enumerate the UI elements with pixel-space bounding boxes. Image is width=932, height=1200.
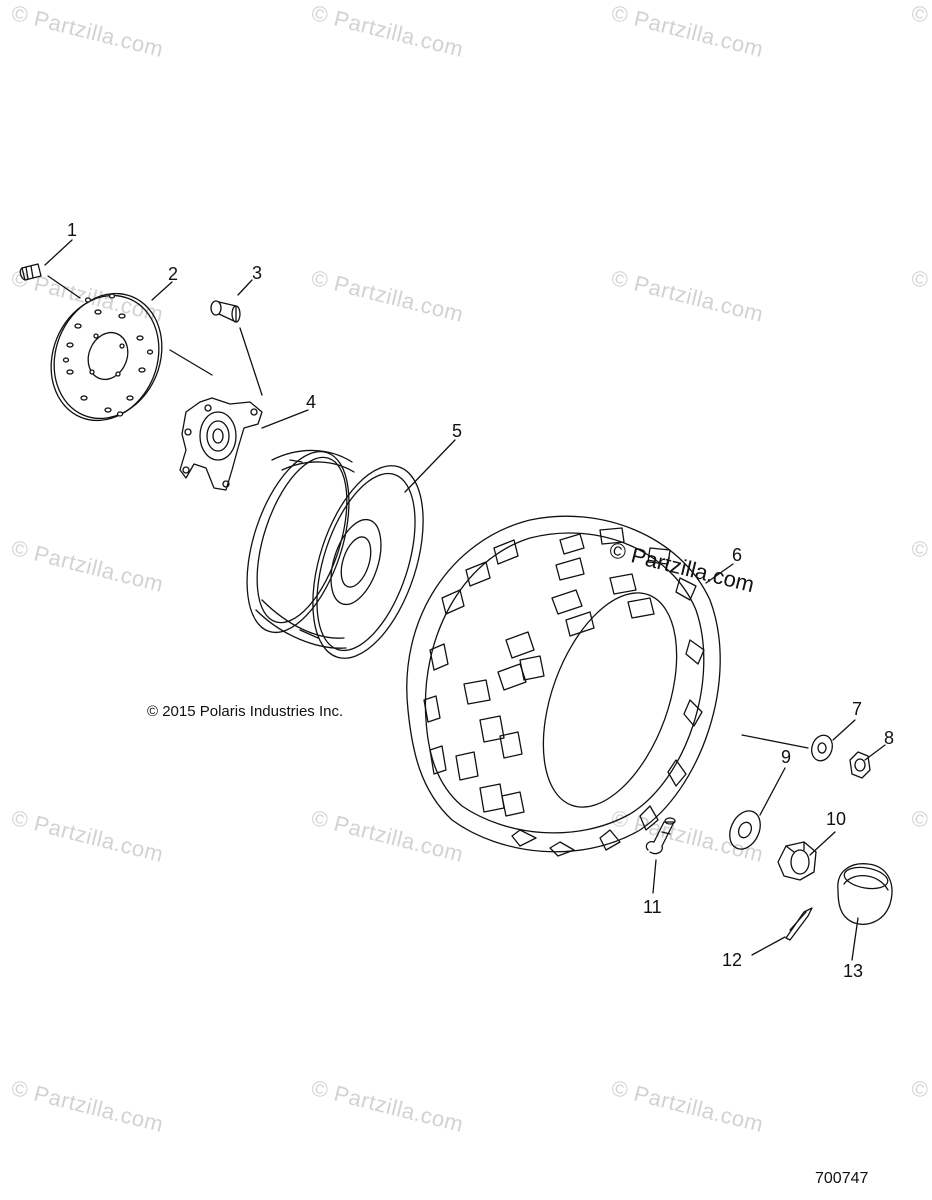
part-7-washer bbox=[811, 734, 833, 762]
copyright-notice: © 2015 Polaris Industries Inc. bbox=[147, 703, 344, 720]
callout-12: 12 bbox=[722, 950, 743, 970]
callout-5: 5 bbox=[452, 421, 463, 441]
part-9-washer bbox=[729, 810, 761, 850]
callout-10: 10 bbox=[826, 809, 847, 829]
drawing-number: 700747 bbox=[815, 1170, 869, 1187]
part-6-tire bbox=[406, 515, 721, 857]
part-10-castle-nut bbox=[777, 841, 817, 881]
part-2-brake-disc bbox=[50, 292, 163, 422]
callout-3: 3 bbox=[252, 263, 263, 283]
callout-13: 13 bbox=[843, 961, 864, 981]
callout-8: 8 bbox=[884, 728, 895, 748]
leader-lines bbox=[44, 239, 886, 961]
callout-9: 9 bbox=[781, 747, 792, 767]
callout-7: 7 bbox=[852, 699, 863, 719]
callout-4: 4 bbox=[306, 392, 317, 412]
part-4-hub bbox=[179, 397, 263, 491]
part-3-stud bbox=[210, 300, 241, 323]
callout-6: 6 bbox=[732, 545, 743, 565]
callout-1: 1 bbox=[67, 220, 78, 240]
part-13-hub-cap bbox=[837, 863, 893, 925]
part-5-wheel-rim bbox=[246, 449, 424, 659]
callout-2: 2 bbox=[168, 264, 179, 284]
part-12-cotter-pin bbox=[785, 907, 813, 941]
part-1-bolt bbox=[19, 263, 42, 281]
part-8-nut bbox=[849, 751, 871, 779]
callout-11: 11 bbox=[643, 897, 662, 917]
part-11-wheel-stud bbox=[645, 817, 676, 855]
